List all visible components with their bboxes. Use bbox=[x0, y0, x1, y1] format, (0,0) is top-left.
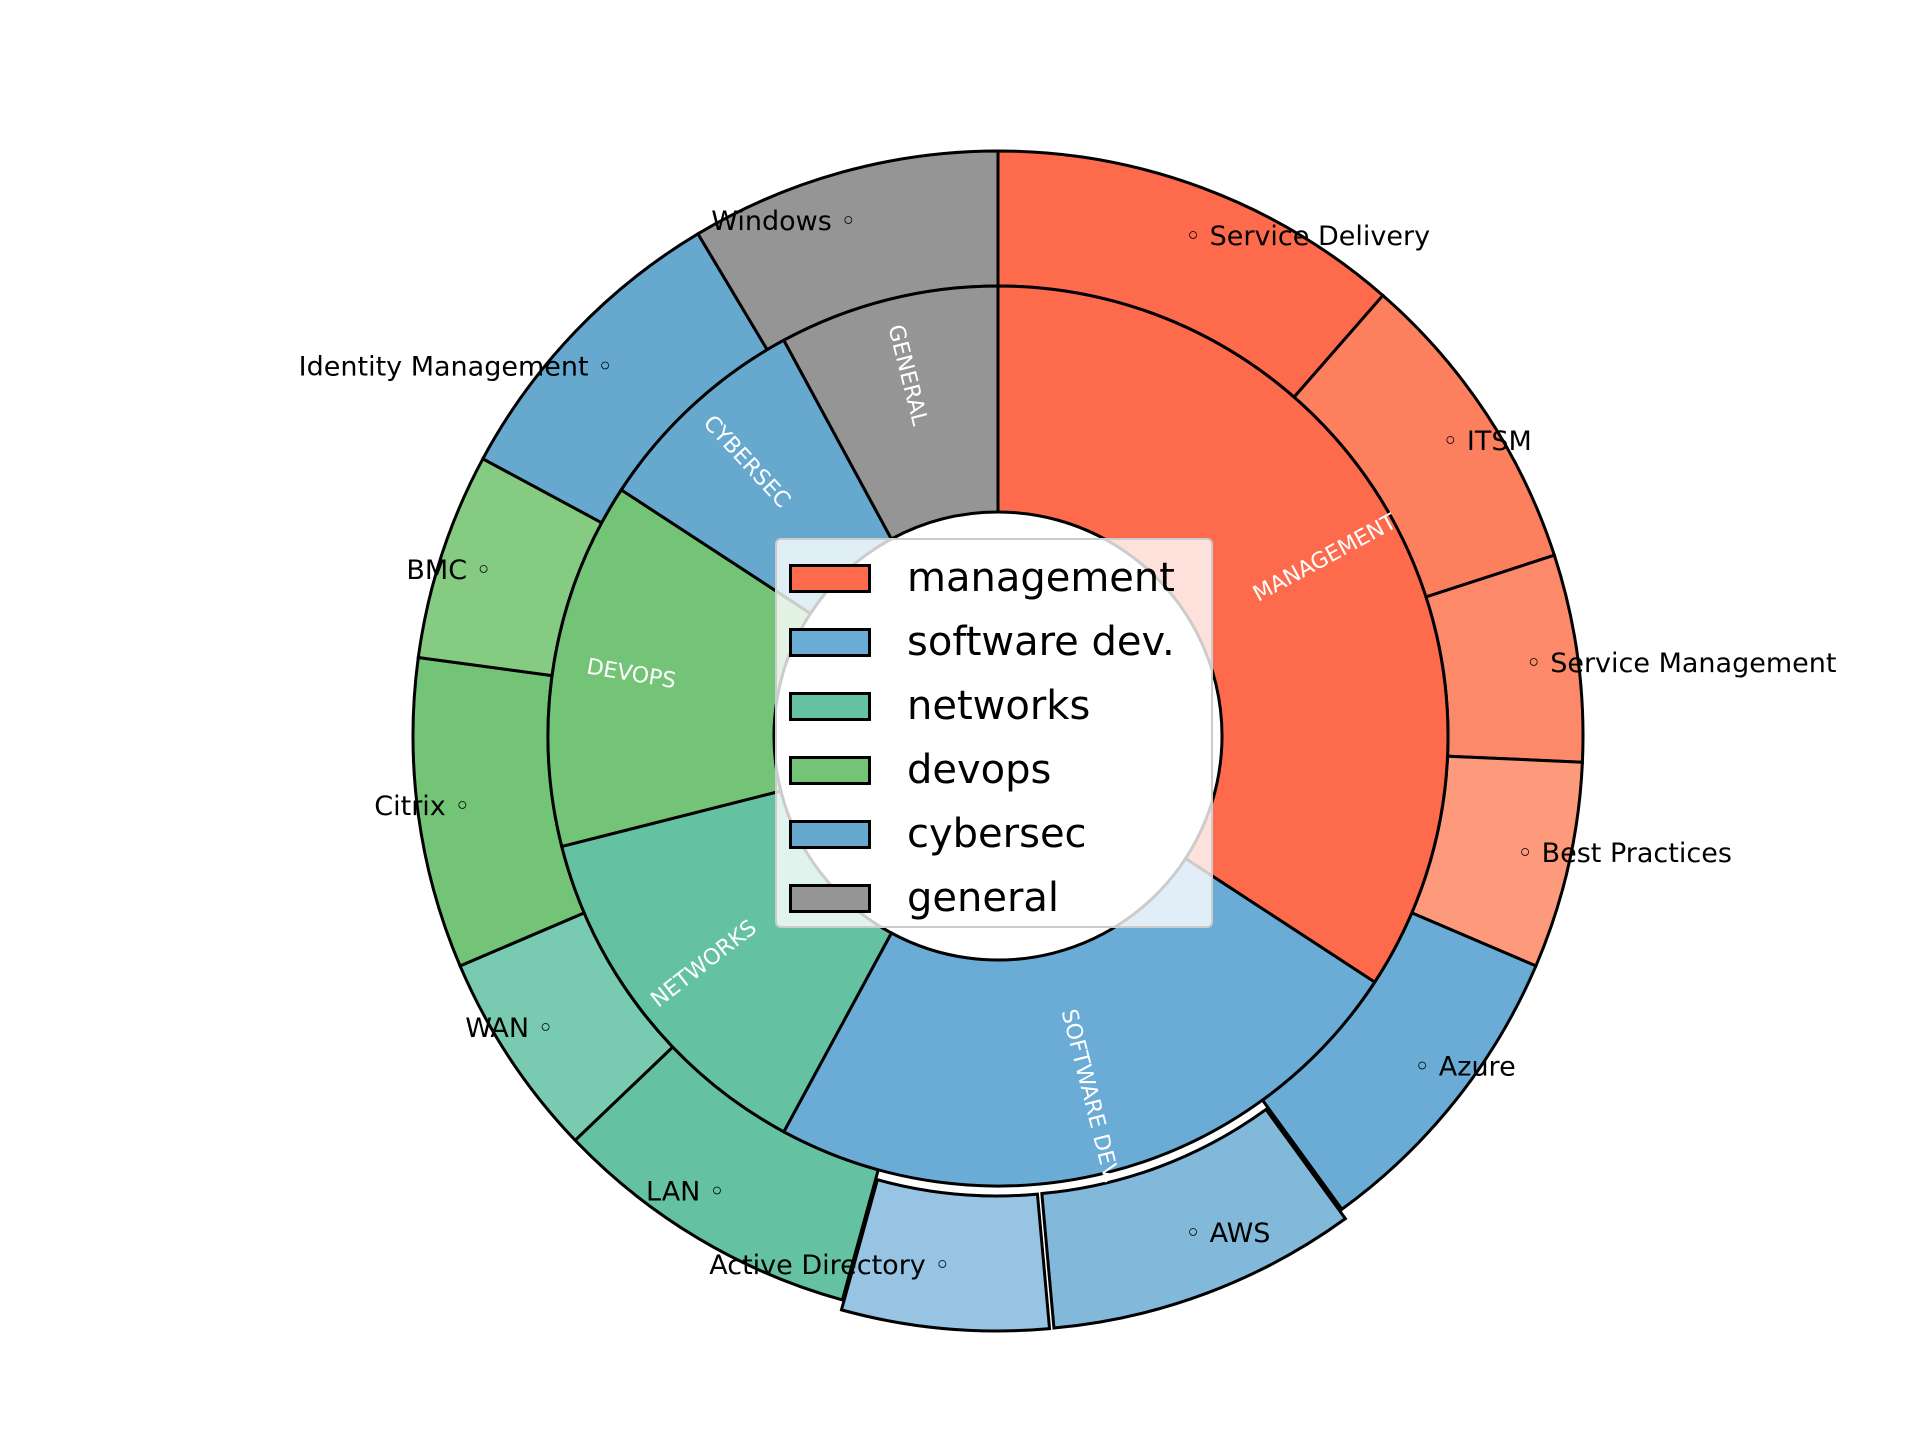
outer-label-lan: LAN ◦ bbox=[646, 1177, 725, 1208]
legend-item-software-dev: software dev. bbox=[789, 622, 1175, 662]
outer-slice-active-directory bbox=[839, 1177, 1052, 1333]
outer-label-best-practices: ◦ Best Practices bbox=[1517, 838, 1732, 869]
legend: management software dev. networks devops… bbox=[775, 538, 1213, 928]
outer-label-wan: WAN ◦ bbox=[465, 1013, 553, 1044]
inner-slice-devops bbox=[546, 487, 813, 849]
legend-item-networks: networks bbox=[789, 686, 1090, 726]
legend-swatch-devops bbox=[789, 755, 871, 785]
legend-item-devops: devops bbox=[789, 750, 1051, 790]
legend-swatch-software-dev bbox=[789, 627, 871, 657]
outer-slice-aws bbox=[1040, 1107, 1348, 1330]
outer-label-citrix: Citrix ◦ bbox=[374, 791, 470, 822]
outer-label-itsm: ◦ ITSM bbox=[1442, 426, 1531, 457]
outer-label-active-directory: Active Directory ◦ bbox=[709, 1250, 950, 1281]
outer-label-azure: ◦ Azure bbox=[1414, 1052, 1515, 1083]
legend-swatch-networks bbox=[789, 691, 871, 721]
legend-item-cybersec: cybersec bbox=[789, 814, 1087, 854]
legend-label-software-dev: software dev. bbox=[907, 619, 1175, 665]
outer-label-windows: Windows ◦ bbox=[711, 206, 856, 237]
outer-label-bmc: BMC ◦ bbox=[406, 555, 491, 586]
outer-label-identity-management: Identity Management ◦ bbox=[299, 352, 613, 383]
outer-label-service-management: ◦ Service Management bbox=[1526, 648, 1837, 679]
legend-label-general: general bbox=[907, 875, 1060, 921]
legend-item-management: management bbox=[789, 558, 1175, 598]
inner-slice-general bbox=[781, 284, 1000, 542]
legend-swatch-general bbox=[789, 883, 871, 913]
legend-label-devops: devops bbox=[907, 747, 1052, 793]
legend-label-networks: networks bbox=[907, 683, 1091, 729]
legend-item-general: general bbox=[789, 878, 1059, 918]
legend-swatch-management bbox=[789, 563, 871, 593]
outer-label-aws: ◦ AWS bbox=[1185, 1218, 1270, 1249]
inner-slice-software-dev bbox=[781, 856, 1377, 1188]
outer-label-service-delivery: ◦ Service Delivery bbox=[1185, 221, 1430, 252]
legend-label-management: management bbox=[907, 555, 1175, 601]
legend-label-cybersec: cybersec bbox=[907, 811, 1087, 857]
legend-swatch-cybersec bbox=[789, 819, 871, 849]
